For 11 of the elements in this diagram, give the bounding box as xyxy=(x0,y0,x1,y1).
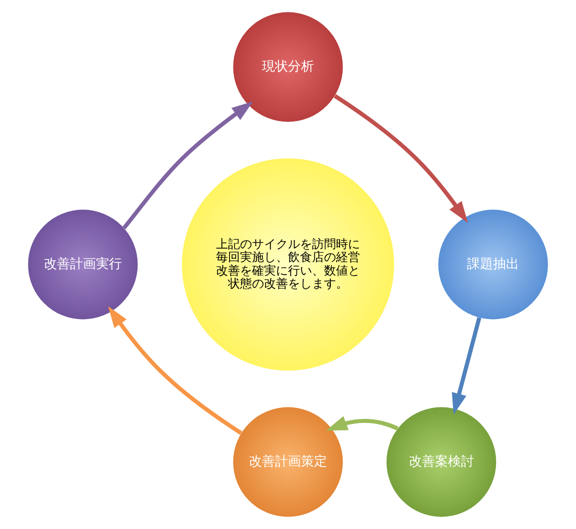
arrow xyxy=(326,416,398,431)
node-circle: 現状分析 xyxy=(233,12,343,122)
node-circle: 改善計画策定 xyxy=(233,407,343,517)
arrow xyxy=(452,317,482,415)
node-circle: 課題抽出 xyxy=(438,210,548,320)
node-circle: 上記のサイクルを訪問時に毎回実施し、飲食店の経営改善を確実に行い、数値と状態の改善をします。 xyxy=(182,158,394,371)
arrow xyxy=(108,306,242,435)
arrow xyxy=(122,101,254,230)
node-circle: 改善計画実行 xyxy=(28,210,138,320)
node-circle: 改善案検討 xyxy=(386,407,496,517)
arrow xyxy=(334,94,468,223)
